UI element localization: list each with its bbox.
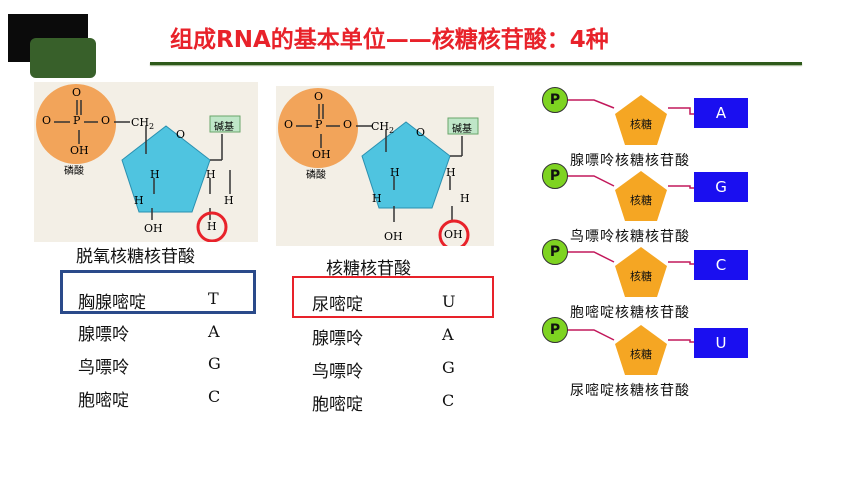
dna-base-letter-3: C [208,387,221,406]
o-minus-text: O [72,86,82,99]
nucleotide-label: 尿嘧啶核糖核苷酸 [570,383,690,399]
phosphate-label: 磷酸 [64,166,84,177]
o-left-text: O [284,118,294,131]
title-divider [150,62,802,65]
oh-phosphate-text: OH [70,144,89,157]
h-text-3: H [372,192,382,205]
header-green-block [30,38,96,78]
ribo-structure-diagram: O O P O OH 磷酸 CH2 O 碱基 H H H H OH OH [276,86,494,251]
oh-sugar-text: OH [144,222,163,235]
base-box: C [694,250,748,280]
phosphate-circle: P [542,239,568,265]
nucleotide-label: 腺嘌呤核糖核苷酸 [570,153,690,169]
base-box: A [694,98,748,128]
dna-base-name-1: 腺嘌呤 [78,325,129,345]
page-title: 组成RNA的基本单位——核糖核苷酸：4种 [170,27,609,53]
ribose-label: 核糖 [630,270,652,283]
base-label: 碱基 [452,124,472,135]
rna-base-name-0: 尿嘧啶 [312,295,363,315]
base-tag [447,117,479,135]
rna-base-letter-1: A [442,325,454,344]
h-text-4: H [224,194,234,207]
ch2-text: CH2 [131,116,155,132]
base-tag [209,115,241,133]
dna-base-letter-2: G [208,354,221,373]
dna-thymine-frame [60,270,256,314]
rna-base-name-3: 胞嘧啶 [312,395,363,415]
base-label: 碱基 [214,122,234,133]
ribose-pentagon [615,171,667,221]
base-box: G [694,172,748,202]
o-right-text: O [343,118,353,131]
h-highlight-text: H [207,220,217,233]
o-left-text: O [42,114,52,127]
highlight-circle [196,211,228,243]
h-text-2: H [446,166,456,179]
ribose-pentagon [615,247,667,297]
phosphate-label: 磷酸 [306,170,326,181]
oh-sugar-text: OH [384,230,403,243]
rna-base-letter-0: U [442,292,456,311]
oh-highlight-text: OH [444,228,463,241]
base-box: U [694,328,748,358]
dna-base-name-3: 胞嘧啶 [78,391,129,411]
nucleotide-label: 胞嘧啶核糖核苷酸 [570,305,690,321]
deoxy-structure-diagram: O O P O OH 磷酸 CH2 O 碱基 H H H H OH H [34,82,258,243]
dna-base-letter-1: A [208,322,220,341]
ring-o-text: O [416,126,426,139]
deoxy-structure-svg [36,84,241,243]
o-right-text: O [101,114,111,127]
ring-o-text: O [176,128,186,141]
h-text-2: H [206,168,216,181]
h-text-4: H [460,192,470,205]
ribo-caption: 核糖核苷酸 [326,259,411,279]
phosphate-circle: P [542,163,568,189]
sugar-ring [361,121,451,209]
deoxy-caption: 脱氧核糖核苷酸 [76,247,195,267]
rna-base-letter-3: C [442,391,455,410]
ribose-label: 核糖 [630,194,652,207]
dna-base-letter-0: T [208,289,219,308]
rna-base-letter-2: G [442,358,455,377]
h-text-1: H [390,166,400,179]
ch2-text: CH2 [371,120,395,136]
ribose-pentagon [615,325,667,375]
p-text: P [73,114,81,127]
phosphate-circle: P [542,87,568,113]
ribose-label: 核糖 [630,118,652,131]
rna-base-name-1: 腺嘌呤 [312,329,363,349]
nucleotide-connectors [566,99,694,343]
oh-phosphate-text: OH [312,148,331,161]
o-minus-text: O [314,90,324,103]
phosphate-sphere [278,88,358,168]
ribose-pentagon [615,95,667,145]
dna-base-name-0: 胸腺嘧啶 [78,293,146,313]
nucleotide-label: 鸟嘌呤核糖核苷酸 [570,229,690,245]
p-text: P [315,118,323,131]
h-text-1: H [150,168,160,181]
ribose-label: 核糖 [630,348,652,361]
phosphate-circle: P [542,317,568,343]
dna-base-name-2: 鸟嘌呤 [78,358,129,378]
ribo-structure-svg [278,88,479,251]
phosphate-sphere [36,84,116,164]
rna-uracil-frame [292,276,494,318]
rna-base-name-2: 鸟嘌呤 [312,362,363,382]
h-text-3: H [134,194,144,207]
sugar-ring [121,125,211,213]
